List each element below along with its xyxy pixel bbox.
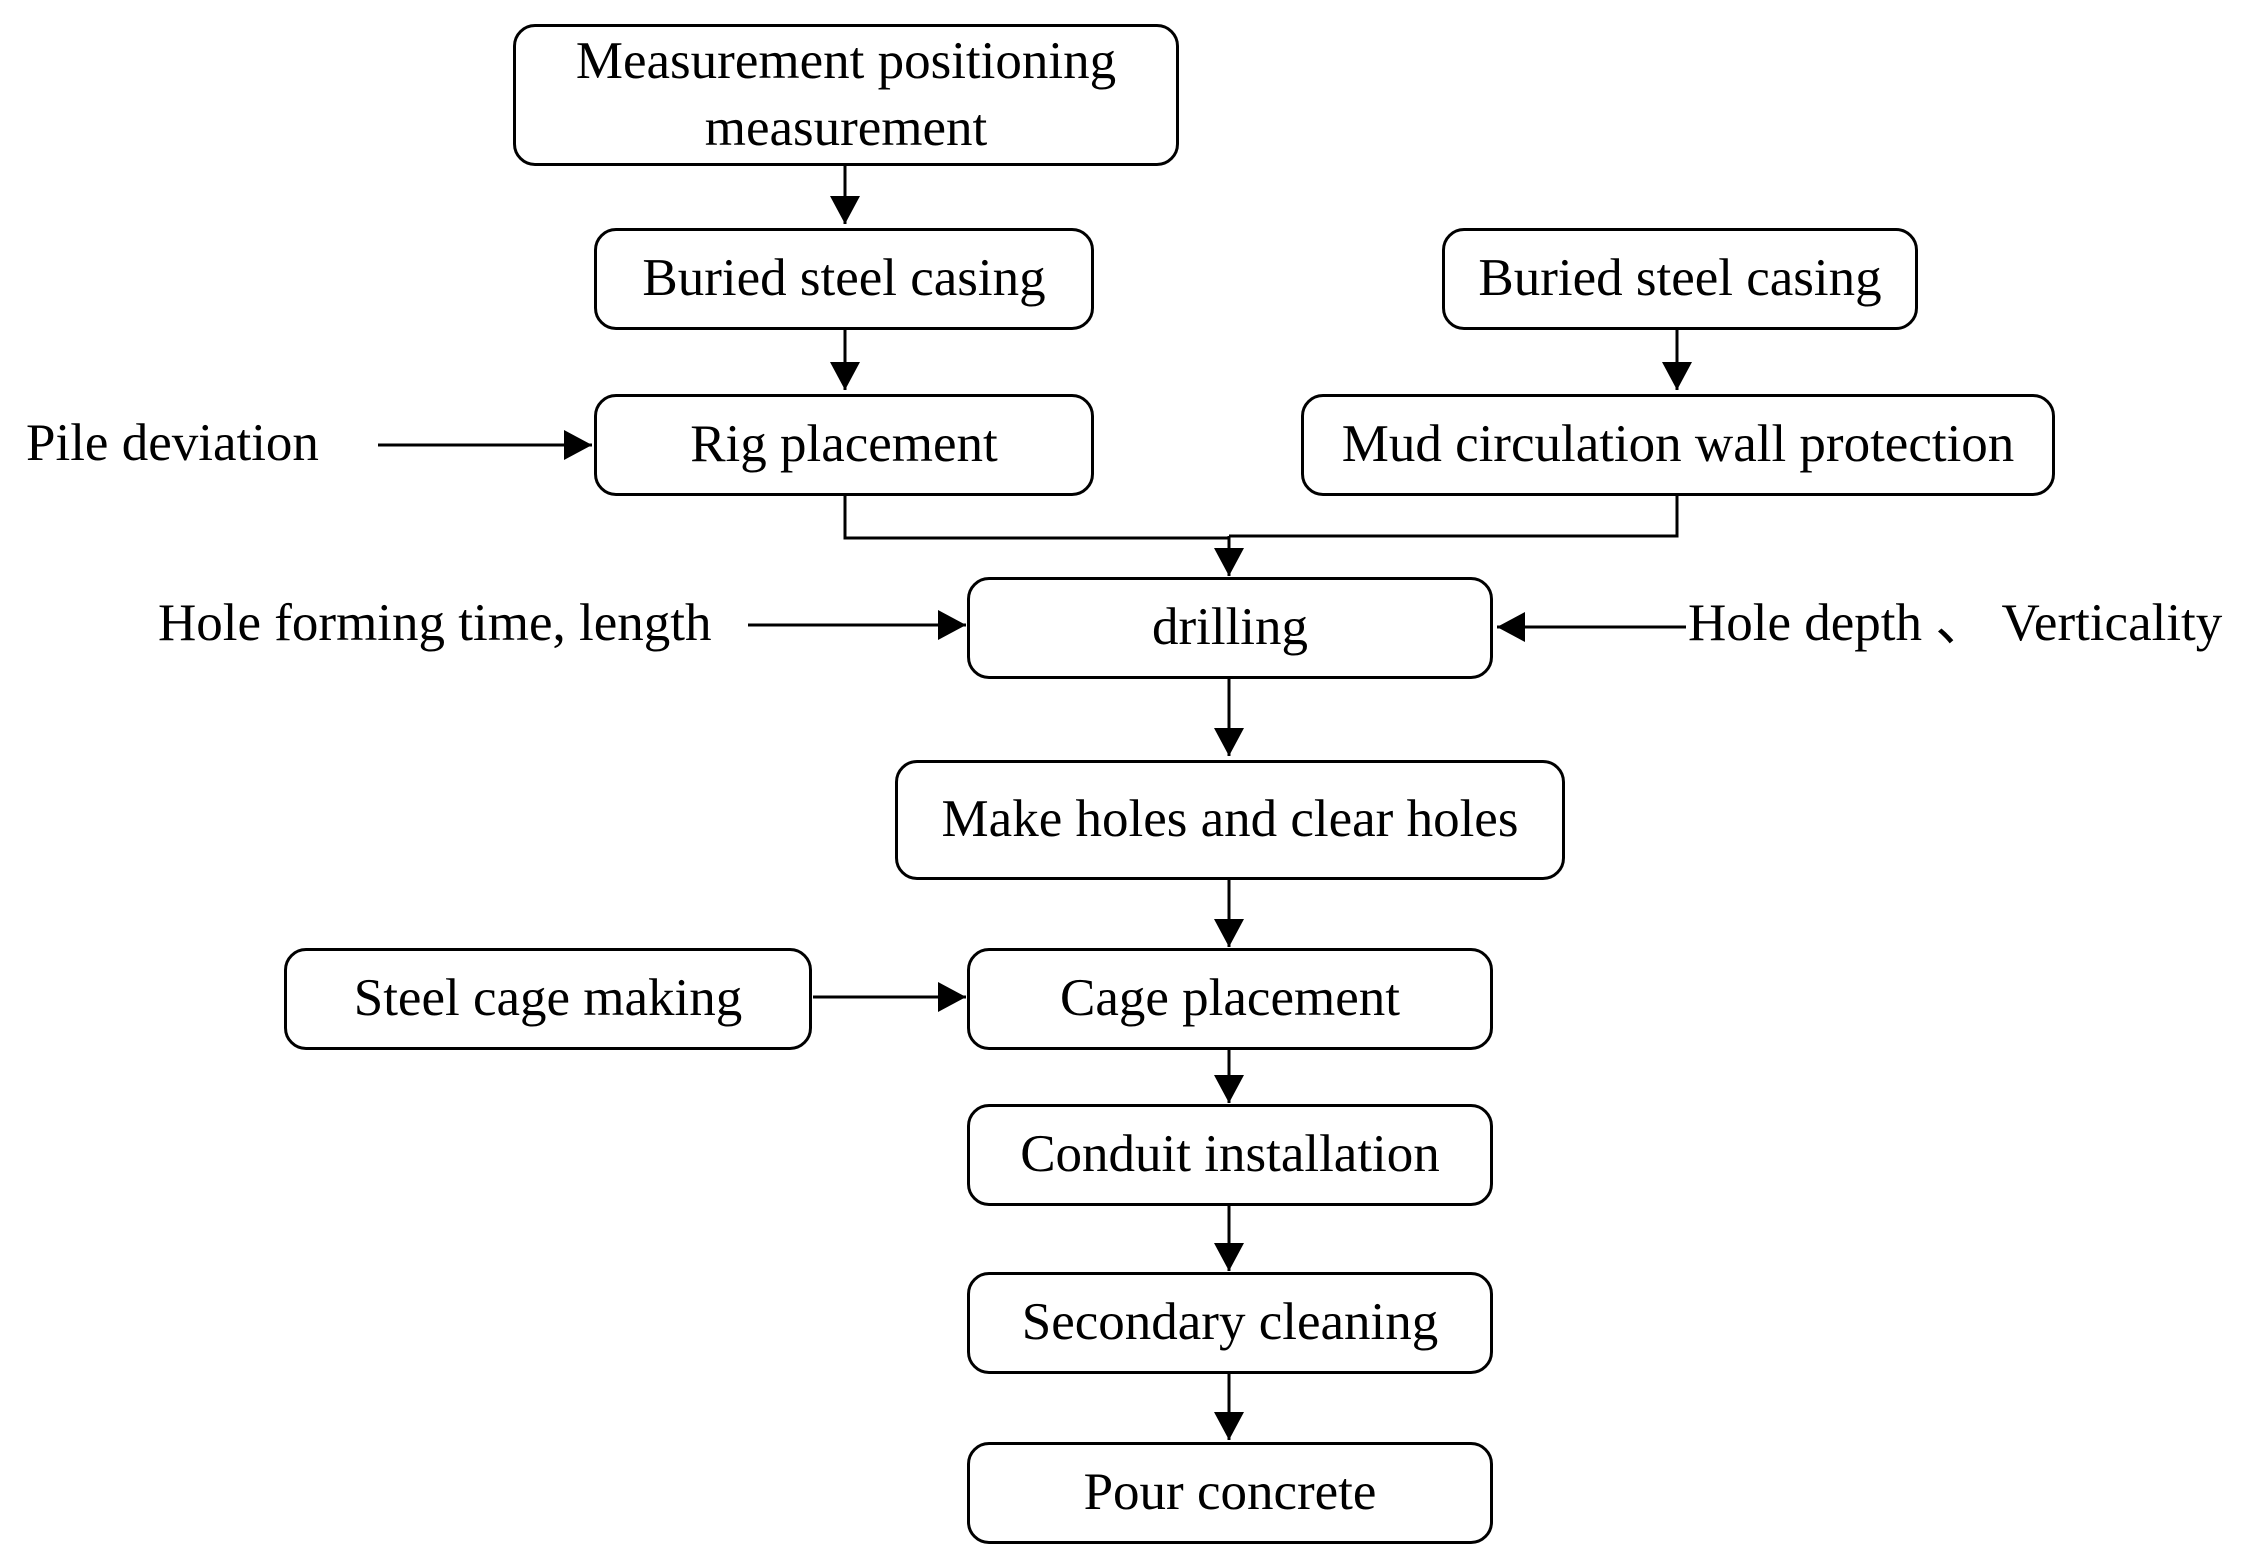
- label-hole-depth-verticality: Hole depth 、 Verticality: [1688, 594, 2223, 652]
- label-hole-forming-time-length: Hole forming time, length: [158, 594, 712, 652]
- label-pile-deviation: Pile deviation: [26, 414, 319, 472]
- node-measurement-positioning: Measurement positioning measurement: [513, 24, 1179, 166]
- node-mud-circulation: Mud circulation wall protection: [1301, 394, 2055, 496]
- node-cage-placement: Cage placement: [967, 948, 1493, 1050]
- node-buried-steel-casing-right: Buried steel casing: [1442, 228, 1918, 330]
- node-pour-concrete: Pour concrete: [967, 1442, 1493, 1544]
- node-rig-placement: Rig placement: [594, 394, 1094, 496]
- node-make-and-clear-holes: Make holes and clear holes: [895, 760, 1565, 880]
- node-secondary-cleaning: Secondary cleaning: [967, 1272, 1493, 1374]
- node-drilling: drilling: [967, 577, 1493, 679]
- merge-mud-line: [1229, 496, 1679, 538]
- node-buried-steel-casing-left: Buried steel casing: [594, 228, 1094, 330]
- node-steel-cage-making: Steel cage making: [284, 948, 812, 1050]
- merge-rig-line: [843, 496, 1229, 540]
- node-conduit-installation: Conduit installation: [967, 1104, 1493, 1206]
